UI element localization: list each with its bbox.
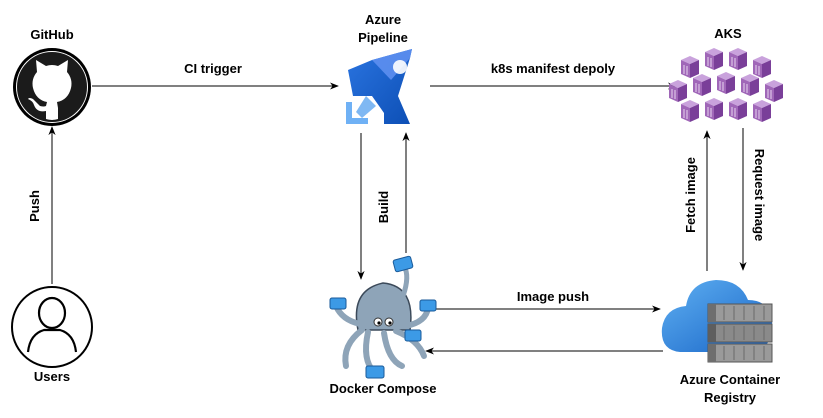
azure-pipelines-icon (346, 49, 412, 124)
compose-label: Docker Compose (330, 381, 437, 396)
acr-label-line2: Registry (704, 390, 757, 405)
aks-label: AKS (714, 26, 742, 41)
k8s-deploy-label: k8s manifest depoly (491, 61, 616, 76)
aks-cube (741, 74, 759, 96)
user-avatar-icon (11, 286, 93, 368)
request-image-label: Request image (752, 149, 767, 241)
aks-cube (717, 72, 735, 94)
aks-cube (729, 98, 747, 120)
aks-cubes-icon (669, 48, 783, 122)
acr-label-line1: Azure Container (680, 372, 780, 387)
push-label: Push (27, 190, 42, 222)
github-octocat-icon (13, 48, 91, 126)
pipeline-label-line1: Azure (365, 12, 401, 27)
aks-cube (681, 56, 699, 78)
aks-cube (693, 74, 711, 96)
aks-node: AKS (669, 26, 783, 122)
users-label: Users (34, 369, 70, 384)
aks-cube (669, 80, 687, 102)
aks-cube (681, 100, 699, 122)
github-label: GitHub (30, 27, 73, 42)
aks-cube (705, 48, 723, 70)
aks-cube (729, 48, 747, 70)
acr-node: Azure Container Registry (661, 280, 780, 405)
build-label: Build (376, 191, 391, 224)
docker-compose-octopus-icon (329, 255, 437, 379)
users-node: Users (11, 286, 93, 384)
container-registry-icon (661, 280, 773, 363)
aks-cube (765, 80, 783, 102)
aks-cube (753, 56, 771, 78)
fetch-image-label: Fetch image (683, 157, 698, 233)
compose-node: Docker Compose (329, 255, 437, 396)
image-push-label: Image push (517, 289, 589, 304)
pipeline-node: Azure Pipeline (346, 12, 412, 124)
ci-trigger-label: CI trigger (184, 61, 242, 76)
aks-cube (705, 98, 723, 120)
pipeline-label-line2: Pipeline (358, 30, 408, 45)
aks-cube (753, 100, 771, 122)
github-node: GitHub (13, 27, 91, 126)
